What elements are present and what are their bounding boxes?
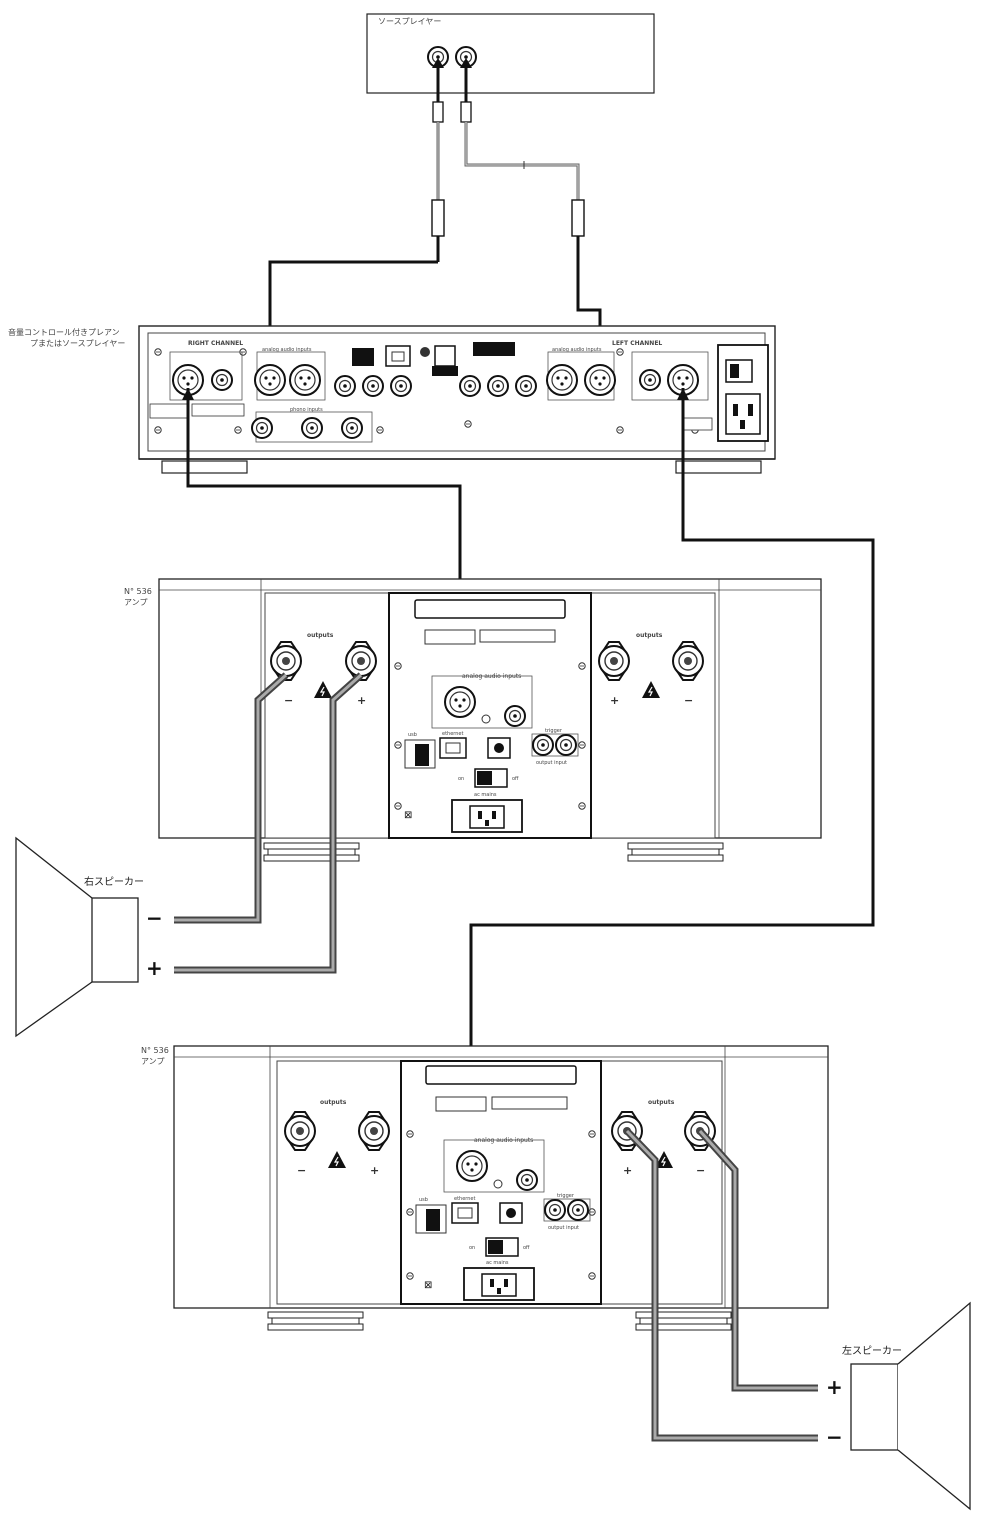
amp1-ac-mains-label: ac mains: [474, 792, 497, 798]
left-speaker: [850, 1301, 971, 1511]
right-speaker: [15, 836, 139, 1038]
left-speaker-label: 左スピーカー: [842, 1346, 902, 1357]
source-cables: [431, 122, 585, 262]
amp1-on-label: on: [458, 776, 465, 782]
preamp-phono-inputs: phono inputs: [290, 407, 323, 413]
preamp-analog-inputs-right: analog audio inputs: [552, 347, 602, 353]
left-speaker-plus: +: [826, 1375, 843, 1399]
preamp-analog-inputs-left: analog audio inputs: [262, 347, 312, 353]
amp1-analog-inputs-label: analog audio inputs: [462, 673, 522, 680]
right-speaker-wires: [174, 672, 364, 974]
right-channel-label: RIGHT CHANNEL: [188, 340, 244, 347]
amp1-outputs-right-label: outputs: [636, 632, 663, 639]
amp1-right-plus: +: [610, 694, 620, 707]
preamp-label-line1: 音量コントロール付きプレアン: [8, 328, 120, 337]
amp2-right-minus: −: [696, 1164, 706, 1177]
right-speaker-minus: −: [146, 906, 163, 930]
amp2-analog-inputs-label: analog audio inputs: [474, 1137, 534, 1144]
preamp-label-line2: プまたはソースプレイヤー: [30, 339, 126, 348]
amp1-ethernet-label: ethernet: [442, 731, 464, 737]
amp2-outputs-right-label: outputs: [648, 1099, 675, 1106]
amplifier-1: ⊠: [158, 578, 822, 862]
svg-text:⊠: ⊠: [404, 810, 412, 821]
preamp: [138, 325, 776, 474]
amp1-type-label: アンプ: [124, 598, 148, 607]
left-speaker-minus: −: [826, 1425, 843, 1449]
amplifier-2: ⊠: [173, 1045, 829, 1331]
amp1-left-plus: +: [357, 694, 367, 707]
svg-text:⊠: ⊠: [424, 1280, 432, 1291]
amp2-off-label: off: [523, 1245, 530, 1251]
right-speaker-plus: +: [146, 956, 163, 980]
amp2-ethernet-label: ethernet: [454, 1196, 476, 1202]
amp2-on-label: on: [469, 1245, 476, 1251]
amp1-outputs-left-label: outputs: [307, 632, 334, 639]
amp1-output-input-label: output input: [536, 760, 567, 766]
amp1-usb-label: usb: [408, 732, 417, 738]
amp2-right-plus: +: [623, 1164, 633, 1177]
amp2-model-label: N° 536: [141, 1046, 169, 1055]
right-speaker-label: 右スピーカー: [84, 877, 144, 888]
source-player-label: ソースプレイヤー: [378, 17, 442, 26]
amp1-right-minus: −: [684, 694, 694, 707]
amp1-model-label: N° 536: [124, 587, 152, 596]
source-player: [366, 13, 655, 123]
amp2-left-minus: −: [297, 1164, 307, 1177]
amp2-usb-label: usb: [419, 1197, 428, 1203]
left-channel-label: LEFT CHANNEL: [612, 340, 663, 347]
left-speaker-wires: [624, 1128, 818, 1442]
amp1-off-label: off: [512, 776, 519, 782]
amp2-output-input-label: output input: [548, 1225, 579, 1231]
amp1-left-minus: −: [284, 694, 294, 707]
amp2-left-plus: +: [370, 1164, 380, 1177]
amp2-outputs-left-label: outputs: [320, 1099, 347, 1106]
amp2-type-label: アンプ: [141, 1057, 165, 1066]
amp2-trigger-label: trigger: [557, 1193, 574, 1199]
amp1-trigger-label: trigger: [545, 728, 562, 734]
amp2-ac-mains-label: ac mains: [486, 1260, 509, 1266]
